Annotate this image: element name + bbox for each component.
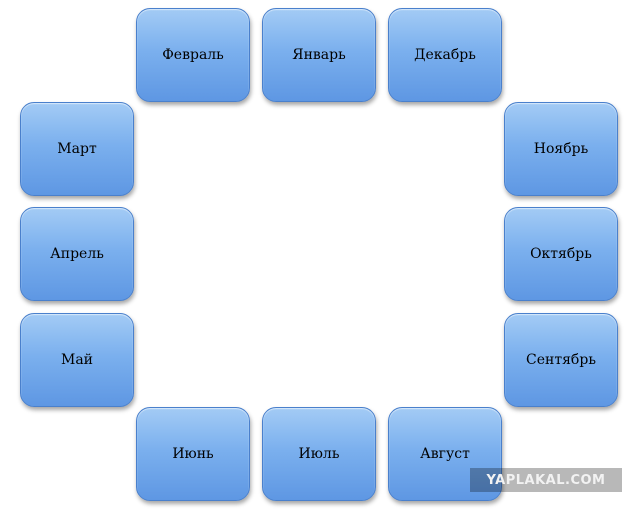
month-label-august: Август (420, 446, 470, 462)
month-box-december: Декабрь (388, 8, 502, 102)
month-label-november: Ноябрь (533, 141, 589, 157)
month-box-august: Август (388, 407, 502, 501)
month-box-march: Март (20, 102, 134, 196)
month-label-april: Апрель (50, 246, 104, 262)
watermark-text: YAPLAKAL.COM (486, 472, 606, 488)
month-box-february: Февраль (136, 8, 250, 102)
month-box-october: Октябрь (504, 207, 618, 301)
month-box-june: Июнь (136, 407, 250, 501)
month-box-april: Апрель (20, 207, 134, 301)
month-label-september: Сентябрь (526, 352, 596, 368)
site-watermark: YAPLAKAL.COM (470, 468, 622, 492)
month-box-september: Сентябрь (504, 313, 618, 407)
month-box-november: Ноябрь (504, 102, 618, 196)
month-label-march: Март (57, 141, 97, 157)
month-label-june: Июнь (172, 446, 214, 462)
month-label-july: Июль (298, 446, 340, 462)
month-box-july: Июль (262, 407, 376, 501)
month-box-may: Май (20, 313, 134, 407)
month-label-may: Май (60, 352, 93, 368)
month-label-october: Октябрь (530, 246, 592, 262)
month-label-february: Февраль (162, 47, 224, 63)
month-box-january: Январь (262, 8, 376, 102)
month-label-december: Декабрь (414, 47, 476, 63)
month-label-january: Январь (292, 47, 346, 63)
